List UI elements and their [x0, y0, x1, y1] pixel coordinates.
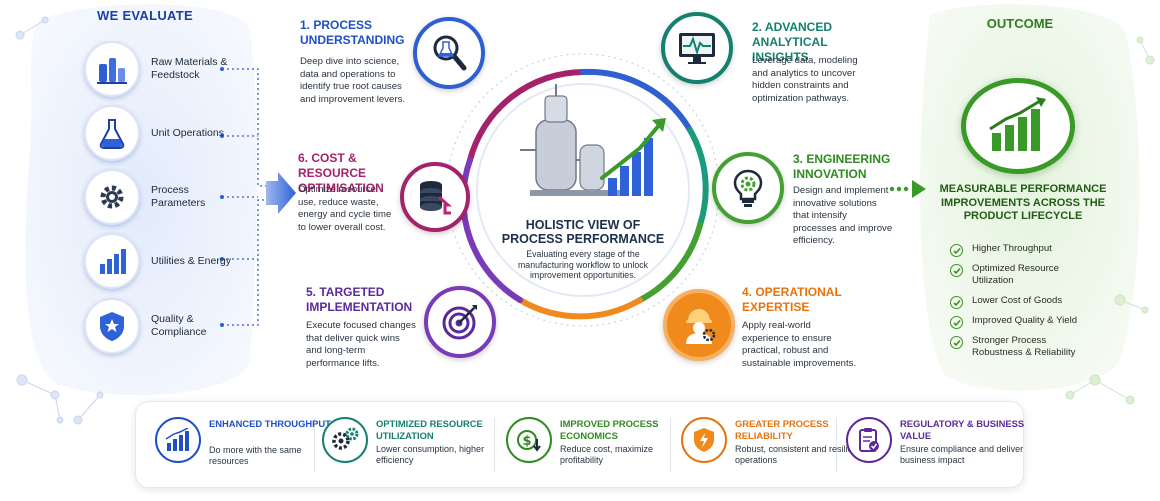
- divider: [314, 418, 315, 472]
- benefit-title: ENHANCED THROUGHPUT: [209, 418, 331, 429]
- benefit-title: IMPROVED PROCESS ECONOMICS: [560, 418, 659, 441]
- step-4-icon-circle: [663, 289, 735, 361]
- bar-chart-icon: [84, 233, 140, 289]
- benefit-text: Robust, consistent and resilient operati…: [735, 444, 861, 465]
- outcome-label: Stronger Process Robustness & Reliabilit…: [972, 335, 1076, 358]
- step-2-title: 2. ADVANCED ANALYTICAL INSIGHTS: [752, 20, 833, 64]
- step-3-title: 3. ENGINEERING INNOVATION: [793, 152, 891, 181]
- evaluate-label: Quality & Compliance: [151, 313, 207, 338]
- coins-icon: [420, 181, 452, 215]
- evaluate-item-unit-operations: Unit Operations: [84, 104, 234, 162]
- outcome-title: OUTCOME: [986, 16, 1054, 31]
- outcome-heading: MEASURABLE PERFORMANCE IMPROVEMENTS ACRO…: [939, 183, 1107, 222]
- dollar-down-icon: $: [506, 417, 552, 463]
- benefit-improved-process-economics: $ IMPROVED PROCESS ECONOMICS Reduce cost…: [506, 413, 676, 477]
- evaluate-item-utilities-energy: Utilities & Energy: [84, 232, 234, 290]
- target-icon: [442, 305, 477, 340]
- outcome-item: Stronger Process Robustness & Reliabilit…: [950, 335, 1090, 359]
- evaluate-label: Utilities & Energy: [151, 254, 231, 267]
- shield-bolt-icon: [681, 417, 727, 463]
- benefit-enhanced-throughput: ENHANCED THROUGHPUT Do more with the sam…: [155, 413, 331, 477]
- magnifier-flask-icon: [433, 35, 467, 71]
- benefit-title: REGULATORY & BUSINESS VALUE: [900, 418, 1025, 441]
- outcome-item: Optimized Resource Utilization: [950, 263, 1090, 287]
- monitor-pulse-icon: [679, 33, 715, 64]
- step-1-title: 1. PROCESS UNDERSTANDING: [300, 18, 405, 47]
- step-5-title: 5. TARGETED IMPLEMENTATION: [306, 285, 413, 314]
- evaluate-label: Raw Materials & Feedstock: [151, 56, 228, 81]
- step-2-icon-circle: [661, 12, 733, 84]
- divider: [836, 418, 837, 472]
- step-3-icon-circle: [712, 152, 784, 224]
- check-icon: [950, 244, 963, 257]
- engineer-icon: [686, 309, 716, 344]
- benefit-text: Lower consumption, higher efficiency: [376, 444, 485, 465]
- shield-star-icon: [84, 298, 140, 354]
- we-evaluate-title: WE EVALUATE: [97, 8, 193, 23]
- clipboard-check-icon: [846, 417, 892, 463]
- growth-chart-icon: [989, 97, 1046, 151]
- divider: [670, 418, 671, 472]
- check-icon: [950, 264, 963, 277]
- raw-materials-icon: [84, 41, 140, 97]
- benefit-title: GREATER PROCESS RELIABILITY: [735, 418, 829, 441]
- benefit-text: Reduce cost, maximize profitability: [560, 444, 654, 465]
- benefit-text: Do more with the same resources: [209, 445, 302, 466]
- benefit-text: Ensure compliance and deliver business i…: [900, 444, 1024, 465]
- step-4-title: 4. OPERATIONAL EXPERTISE: [742, 285, 842, 314]
- gear-icon: [84, 169, 140, 225]
- outcome-item: Improved Quality & Yield: [950, 315, 1090, 329]
- evaluate-item-quality-compliance: Quality & Compliance: [84, 297, 234, 355]
- evaluate-label: Unit Operations: [151, 126, 224, 139]
- outcome-item: Lower Cost of Goods: [950, 295, 1090, 309]
- check-icon: [950, 336, 963, 349]
- outcome-label: Higher Throughput: [972, 243, 1052, 254]
- check-icon: [950, 296, 963, 309]
- step-6-title: 6. COST & RESOURCE OPTIMISATION: [298, 151, 384, 195]
- step-1-text: Deep dive into science, data and operati…: [300, 56, 406, 105]
- flask-icon: [84, 105, 140, 161]
- center-subtitle: Evaluating every stage of the manufactur…: [517, 249, 649, 280]
- gears-icon: [322, 417, 368, 463]
- benefit-title: OPTIMIZED RESOURCE UTILIZATION: [376, 418, 483, 441]
- step-4-text: Apply real-world experience to ensure pr…: [742, 320, 857, 369]
- trend-bars-icon: [155, 417, 201, 463]
- svg-text:$: $: [522, 434, 531, 449]
- divider: [494, 418, 495, 472]
- outcome-label: Improved Quality & Yield: [972, 315, 1078, 326]
- evaluate-item-raw-materials: Raw Materials & Feedstock: [84, 40, 234, 98]
- growth-chart-icon-circle: [961, 78, 1075, 174]
- step-5-icon-circle: [424, 286, 496, 358]
- step-2-text: Leverage data, modeling and analytics to…: [752, 55, 858, 104]
- outcome-label: Lower Cost of Goods: [972, 295, 1063, 306]
- step-3-text: Design and implement innovative solution…: [793, 185, 893, 247]
- benefit-optimized-resource-utilization: OPTIMIZED RESOURCE UTILIZATION Lower con…: [322, 413, 492, 477]
- step-6-icon-circle: [400, 162, 470, 232]
- evaluate-item-process-parameters: Process Parameters: [84, 168, 234, 226]
- step-1-icon-circle: [413, 17, 485, 89]
- benefit-greater-process-reliability: GREATER PROCESS RELIABILITY Robust, cons…: [681, 413, 860, 477]
- step-5-text: Execute focused changes that deliver qui…: [306, 320, 416, 369]
- evaluate-label: Process Parameters: [151, 184, 206, 209]
- outcome-label: Optimized Resource Utilization: [972, 263, 1059, 286]
- outcome-item: Higher Throughput: [950, 243, 1090, 257]
- check-icon: [950, 316, 963, 329]
- center-title: HOLISTIC VIEW OF PROCESS PERFORMANCE: [501, 218, 665, 246]
- lightbulb-gear-icon: [733, 169, 763, 207]
- step-6-text: Optimize resource use, reduce waste, ene…: [298, 184, 392, 233]
- benefit-regulatory-business-value: REGULATORY & BUSINESS VALUE Ensure compl…: [846, 413, 1024, 477]
